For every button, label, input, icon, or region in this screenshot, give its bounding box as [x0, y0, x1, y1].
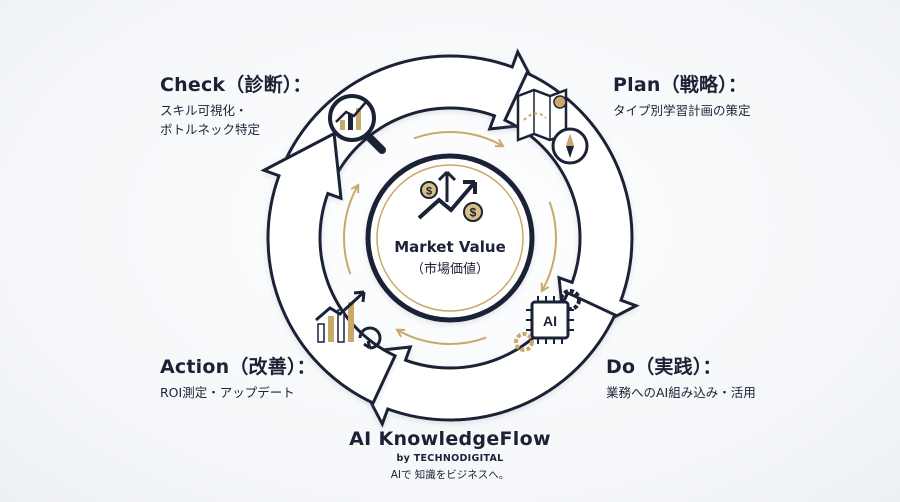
inner-cycle-arcs: [343, 131, 557, 345]
stage-plan-title: Plan（戦略）：: [613, 74, 748, 96]
center-circle: [365, 153, 535, 323]
brand-name: AI KnowledgeFlow: [349, 428, 551, 450]
stage-do: Do（実践）： 業務へのAI組み込み・活用: [606, 352, 756, 402]
growth-chart-refresh-icon: [315, 290, 382, 350]
stage-plan-desc: タイプ別学習計画の策定: [613, 103, 751, 118]
gold-arc-2-head: [540, 282, 550, 293]
stage-check: Check（診断）： スキル可視化・ ボトルネック特定: [160, 70, 312, 139]
arrow-plan-to-do: [502, 71, 640, 345]
gold-arc-3: [396, 328, 487, 345]
gold-arc-2: [540, 201, 557, 292]
gold-arc-4-head: [350, 183, 360, 194]
stage-action-desc: ROI測定・アップデート: [160, 385, 295, 400]
brand-tagline: AIで 知識をビジネスへ。: [390, 469, 510, 481]
gold-arc-3-head: [395, 328, 406, 338]
arrow-action-to-check: [260, 131, 398, 405]
gold-arc-4: [343, 184, 360, 275]
stage-plan: Plan（戦略）： タイプ別学習計画の策定: [613, 70, 751, 120]
stage-do-title: Do（実践）：: [606, 356, 722, 378]
magnifier-chart-icon: [328, 94, 386, 154]
center-title: Market Value: [394, 238, 506, 256]
ai-chip-label: AI: [543, 313, 557, 329]
arrow-check-to-plan: [283, 48, 557, 186]
stage-check-desc-2: ボトルネック特定: [160, 122, 261, 137]
stage-check-title: Check（診断）：: [160, 74, 312, 96]
svg-text:$: $: [426, 186, 432, 198]
stage-do-desc: 業務へのAI組み込み・活用: [606, 385, 756, 400]
stage-action-title: Action（改善）：: [160, 356, 316, 378]
gold-arc-1-head: [494, 138, 505, 148]
ai-chip-gears-icon: AI: [514, 289, 581, 352]
dollar-growth-icon: $ $: [417, 170, 483, 222]
center-subtitle: （市場価値）: [410, 262, 489, 277]
map-compass-icon: [516, 88, 589, 165]
brand-byline: by TECHNODIGITAL: [396, 453, 504, 464]
stage-check-desc-1: スキル可視化・: [160, 103, 248, 118]
stage-action: Action（改善）： ROI測定・アップデート: [160, 352, 316, 402]
center-label: Market Value （市場価値）: [370, 238, 530, 277]
brand-block: AI KnowledgeFlow by TECHNODIGITAL AIで 知識…: [250, 428, 650, 482]
gold-arc-1: [413, 131, 504, 148]
svg-text:$: $: [470, 206, 477, 220]
